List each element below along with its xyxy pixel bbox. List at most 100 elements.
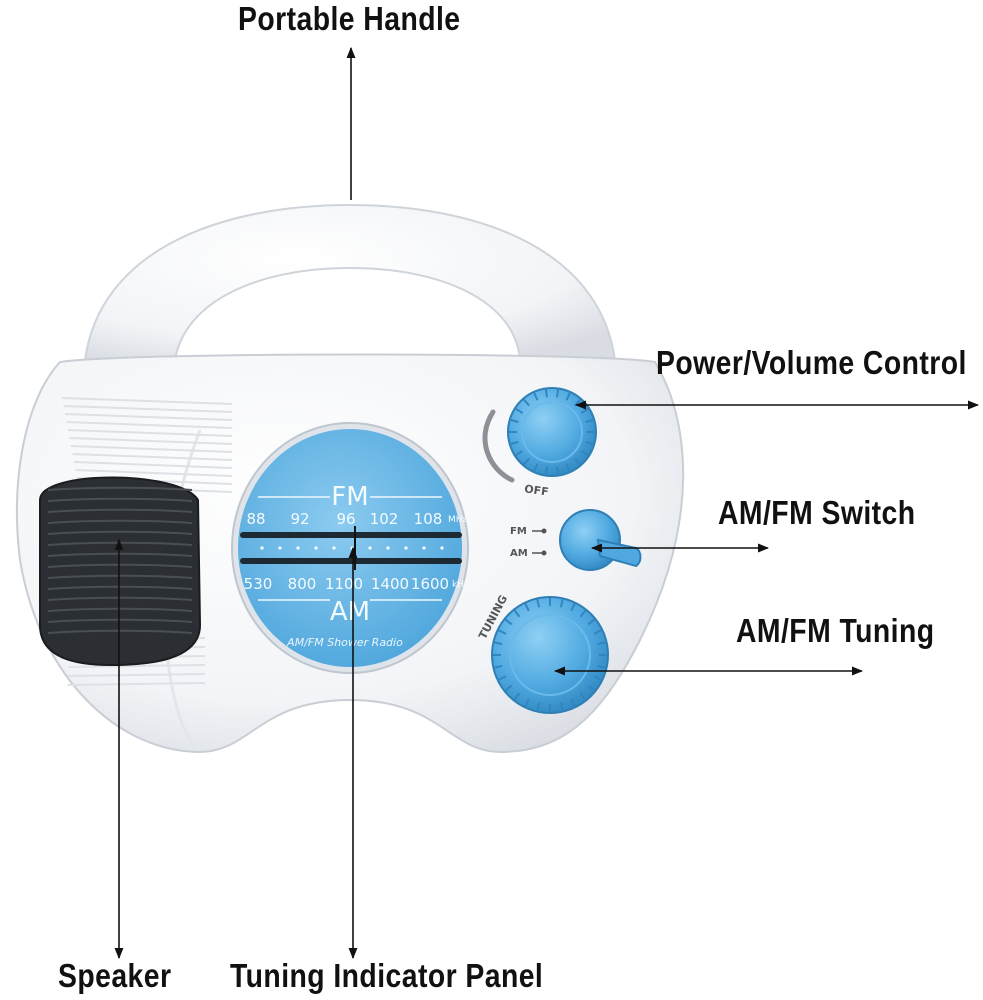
- knob-ridge: [593, 629, 602, 635]
- dial-dot: [386, 546, 390, 550]
- knob-ridge: [544, 389, 549, 398]
- amfm-switch-label: AM/FM Switch: [718, 494, 916, 531]
- speaker: [39, 476, 202, 667]
- dial-dot: [314, 546, 318, 550]
- knob-ridge: [510, 418, 519, 424]
- callout-arrows: [114, 46, 980, 960]
- knob-ridge: [579, 692, 587, 701]
- knob-ridge: [559, 702, 564, 711]
- knob-ridge: [544, 466, 549, 475]
- fm-switch-label: FM: [510, 526, 527, 537]
- vent-line: [61, 397, 233, 405]
- knob-ridge: [494, 641, 503, 646]
- amfm-tuning-label: AM/FM Tuning: [736, 612, 935, 649]
- knob-ridge: [510, 440, 519, 446]
- dial-dot: [422, 546, 426, 550]
- fm-band-label: FM: [331, 482, 368, 512]
- am-frequency-label: 1600: [411, 575, 449, 593]
- speaker-slot: [47, 497, 193, 502]
- dial-dot: [332, 546, 336, 550]
- knob-ridge: [498, 629, 507, 635]
- knob-ridge: [585, 440, 594, 446]
- am-band-label: AM: [330, 597, 370, 627]
- vent-line: [67, 429, 233, 437]
- fm-unit: MHz: [448, 515, 468, 525]
- vent-line: [75, 469, 233, 477]
- am-switch-label: AM: [510, 548, 528, 559]
- dial-dot: [440, 546, 444, 550]
- vent-line: [67, 682, 206, 686]
- knob-ridge: [587, 618, 596, 626]
- knob-ridge: [559, 599, 564, 608]
- knob-ridge: [515, 407, 524, 414]
- knob-ridge: [585, 418, 594, 424]
- knob-ridge: [587, 684, 596, 692]
- knob-ridge: [593, 675, 602, 681]
- knob-ridge: [565, 392, 571, 401]
- knob-ridge: [523, 398, 530, 407]
- tuning-knob[interactable]: TUNING: [476, 593, 609, 714]
- vent-line: [67, 673, 206, 677]
- knob-ridge: [555, 466, 560, 475]
- speaker-slot: [47, 530, 193, 535]
- knob-ridge: [555, 389, 560, 398]
- knob-ridge: [579, 609, 587, 618]
- speaker-slot: [47, 519, 193, 524]
- fm-frequency-label: 96: [336, 510, 355, 528]
- portable-handle-label: Portable Handle: [238, 0, 461, 37]
- vent-line: [73, 461, 233, 469]
- vent-line: [64, 413, 233, 421]
- knob-ridge: [570, 603, 576, 612]
- knob-ridge: [580, 450, 589, 457]
- knob-ridge: [494, 664, 503, 669]
- knob-ridge: [515, 450, 524, 457]
- knob-ridge: [504, 618, 513, 626]
- fm-frequency-label: 102: [370, 510, 399, 528]
- am-frequency-label: 1100: [325, 575, 363, 593]
- knob-ridge: [524, 698, 530, 707]
- dial-dot: [296, 546, 300, 550]
- speaker-slot: [47, 508, 193, 513]
- portable-handle: [83, 203, 617, 361]
- knob-ridge: [536, 702, 541, 711]
- am-frequency-label: 1400: [371, 575, 409, 593]
- vent-line: [68, 664, 206, 668]
- knob-ridge: [524, 603, 530, 612]
- dial-dot: [368, 546, 372, 550]
- knob-ridge: [523, 457, 530, 466]
- knob-ridge: [574, 457, 581, 466]
- knob-ridge: [536, 599, 541, 608]
- knob-ridge: [498, 675, 507, 681]
- knob-ridge: [504, 684, 513, 692]
- vent-line: [70, 445, 233, 453]
- vent-line: [66, 421, 233, 429]
- fm-frequency-scale: 88 92 96 102 108: [246, 510, 442, 528]
- am-scale-bar: [240, 558, 462, 564]
- knob-ridge: [513, 609, 521, 618]
- dial-dots: [260, 546, 444, 550]
- knob-ridge: [565, 463, 571, 472]
- am-unit: kHz: [452, 580, 469, 590]
- speaker-slot: [47, 486, 193, 491]
- tuning-indicator-panel-label: Tuning Indicator Panel: [230, 957, 544, 994]
- dial-dot: [404, 546, 408, 550]
- product-name: AM/FM Shower Radio: [286, 636, 403, 649]
- fm-frequency-label: 88: [246, 510, 265, 528]
- power-volume-label: Power/Volume Control: [656, 344, 967, 381]
- am-frequency-label: 800: [288, 575, 317, 593]
- vent-line: [69, 437, 233, 445]
- fm-scale-bar: [240, 532, 462, 538]
- knob-ridge: [570, 698, 576, 707]
- knob-ridge: [533, 392, 539, 401]
- dial-dot: [260, 546, 264, 550]
- speaker-label: Speaker: [58, 957, 172, 994]
- dial-dot: [278, 546, 282, 550]
- knob-ridge: [513, 692, 521, 701]
- knob-ridges: [493, 598, 607, 712]
- knob-ridge: [533, 463, 539, 472]
- fm-frequency-label: 108: [414, 510, 443, 528]
- fm-frequency-label: 92: [290, 510, 309, 528]
